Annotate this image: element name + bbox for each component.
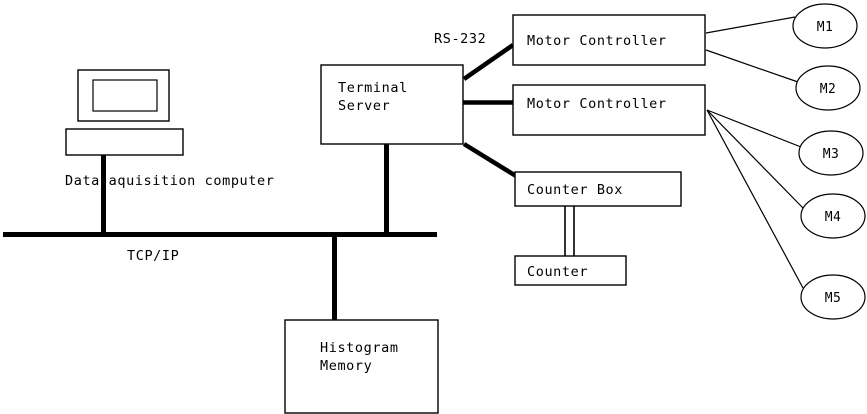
terminal-server-box[interactable] <box>320 64 464 145</box>
motor-m4-label: M4 <box>825 210 841 225</box>
rs232-link-counter-box <box>462 142 518 178</box>
tcpip-bus-label: TCP/IP <box>127 248 179 264</box>
counter-box-box[interactable] <box>514 171 682 207</box>
data-acquisition-computer-label: Data aquisition computer <box>65 173 274 189</box>
motor-cables-controller-2-group <box>706 109 804 289</box>
cable-to-motor-m4 <box>706 109 804 209</box>
motor-m5-shape[interactable] <box>800 274 866 320</box>
motor-m1-group[interactable]: M1 <box>792 3 858 49</box>
histogram-memory-label-line2: Memory <box>320 358 372 374</box>
tcpip-bus-group: TCP/IP <box>3 232 437 264</box>
cable-to-motor-m5 <box>706 109 804 289</box>
motor-controller-2-box[interactable] <box>512 84 706 136</box>
cable-to-motor-m3 <box>706 109 802 148</box>
motor-controller-1-label: Motor Controller <box>527 33 667 49</box>
cable-to-motor-m1 <box>705 16 796 34</box>
motor-controller-2-group[interactable]: Motor Controller <box>512 84 706 136</box>
keyboard-shape[interactable] <box>65 128 184 156</box>
counter-box-shape[interactable] <box>514 255 627 286</box>
motor-controller-1-group[interactable]: Motor Controller <box>512 14 706 66</box>
motor-m3-label: M3 <box>823 147 839 162</box>
histogram-memory-label-line1: Histogram <box>320 340 399 356</box>
counter-box-group[interactable]: Counter Box <box>514 171 682 207</box>
data-acquisition-computer-group[interactable]: Data aquisition computer <box>65 69 274 235</box>
motor-m3-shape[interactable] <box>798 130 864 176</box>
monitor-screen-shape <box>92 79 158 112</box>
motor-m5-label: M5 <box>825 291 841 306</box>
counter-label: Counter <box>527 264 588 280</box>
histogram-memory-box[interactable] <box>284 319 439 414</box>
terminal-server-label-line2: Server <box>338 98 390 114</box>
motor-controller-2-label: Motor Controller <box>527 96 667 112</box>
motor-cables-controller-1-group <box>705 16 799 83</box>
terminal-server-group[interactable]: Terminal Server <box>320 64 464 235</box>
cable-to-motor-m2 <box>705 49 799 83</box>
counter-group[interactable]: Counter <box>514 255 627 286</box>
motor-m3-group[interactable]: M3 <box>798 130 864 176</box>
motor-m1-label: M1 <box>817 20 833 35</box>
counter-box-label: Counter Box <box>527 182 623 198</box>
rs232-link-motor-controller-1 <box>462 43 515 81</box>
motor-m2-shape[interactable] <box>795 65 861 111</box>
motor-m4-group[interactable]: M4 <box>800 193 866 239</box>
motor-m5-group[interactable]: M5 <box>800 274 866 320</box>
histogram-memory-group[interactable]: Histogram Memory <box>284 234 439 414</box>
motor-controller-1-box[interactable] <box>512 14 706 66</box>
motor-m2-group[interactable]: M2 <box>795 65 861 111</box>
motor-m2-label: M2 <box>820 82 836 97</box>
rs232-links-group: RS-232 <box>434 31 518 178</box>
motor-m4-shape[interactable] <box>800 193 866 239</box>
terminal-server-label-line1: Terminal <box>338 80 408 96</box>
rs232-label: RS-232 <box>434 31 486 47</box>
motor-m1-shape[interactable] <box>792 3 858 49</box>
